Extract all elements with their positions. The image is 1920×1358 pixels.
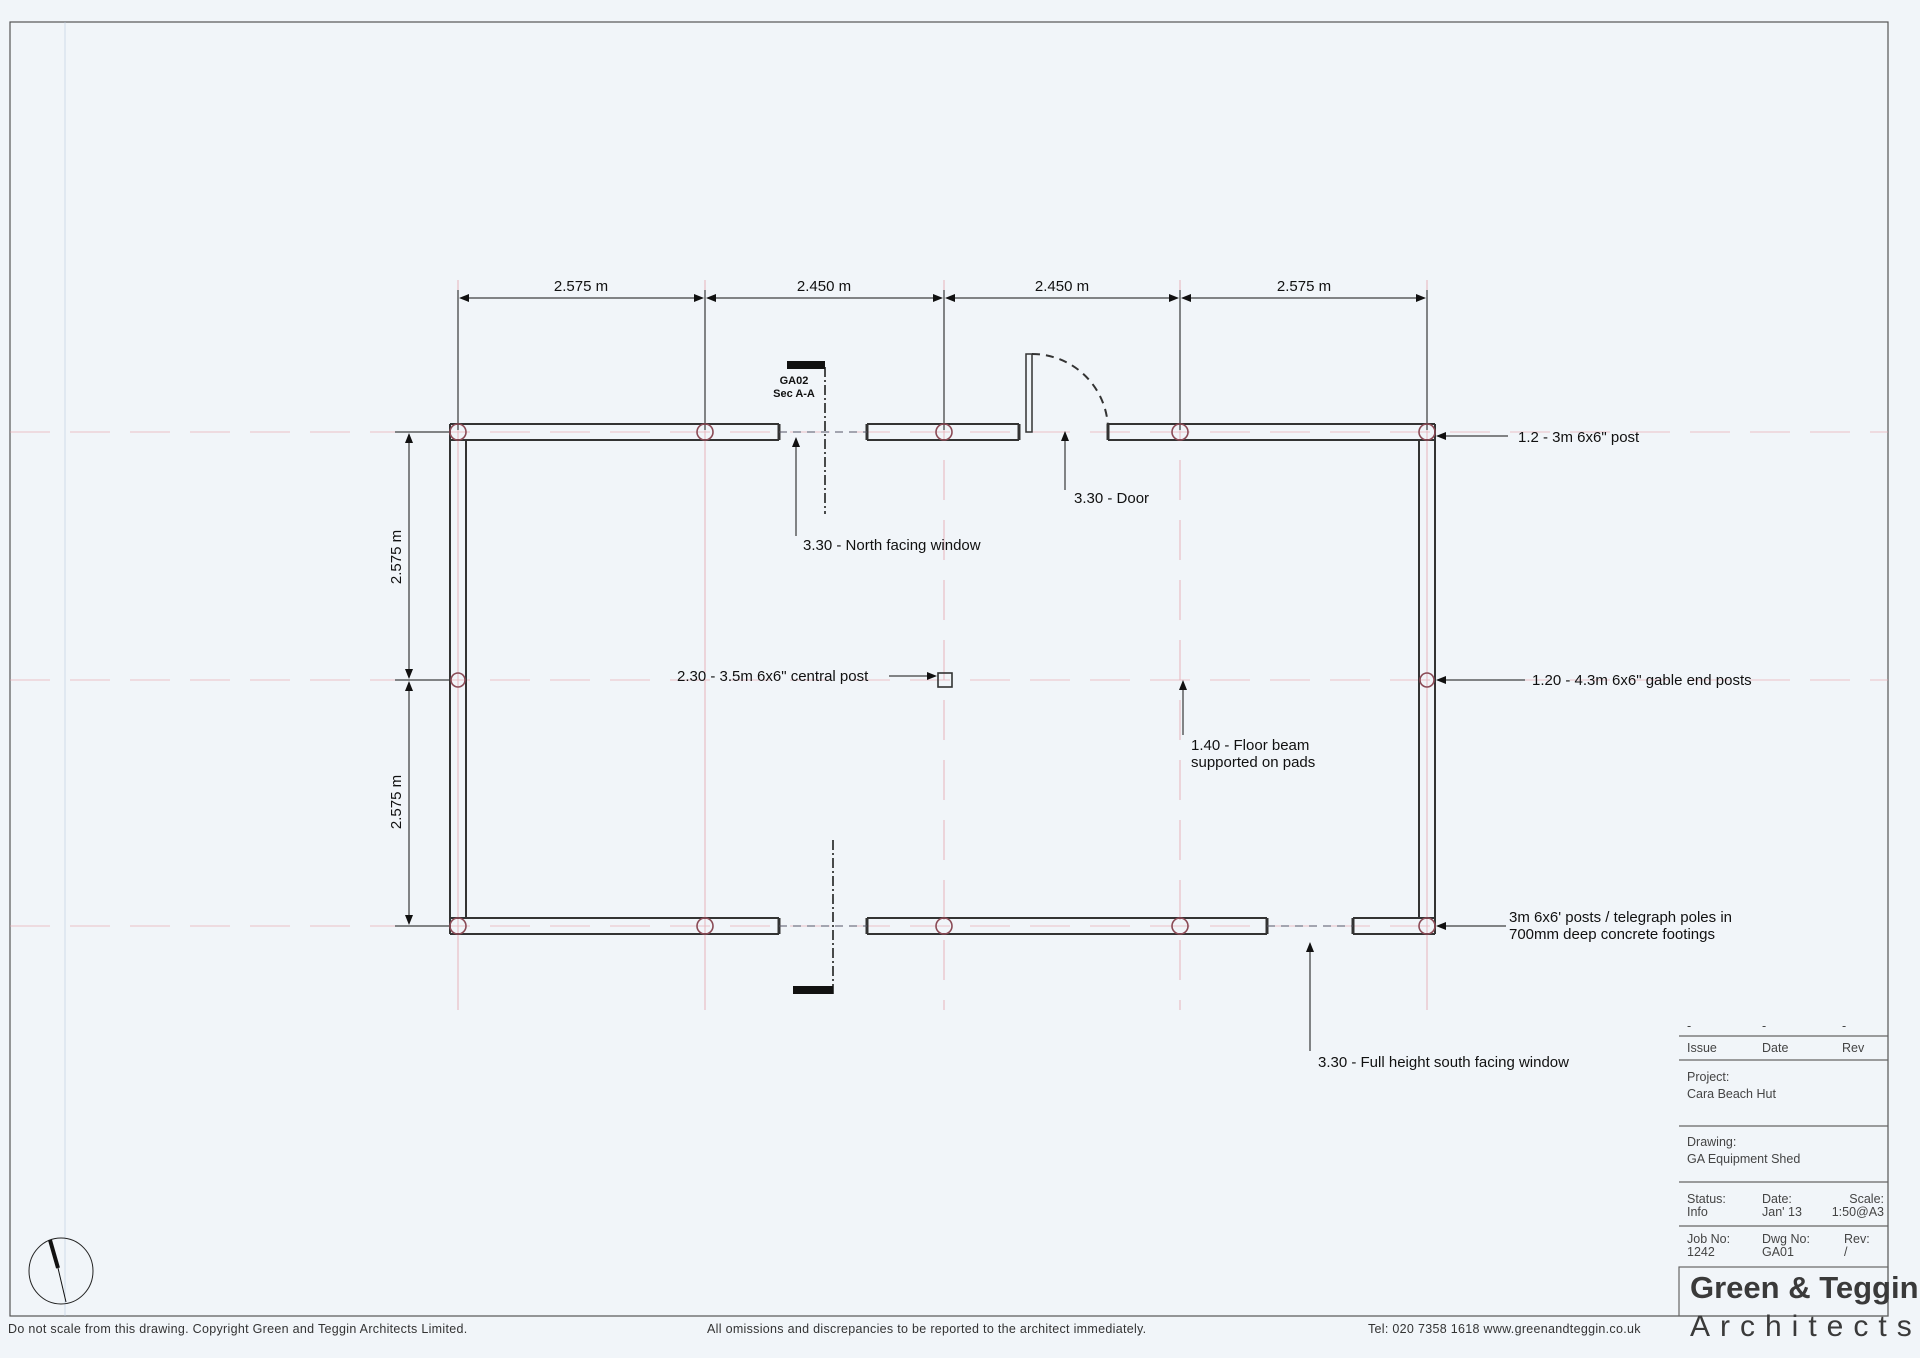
date-label: Date: <box>1762 1192 1792 1206</box>
drawing-name: GA Equipment Shed <box>1687 1152 1800 1166</box>
footer-copyright: Do not scale from this drawing. Copyrigh… <box>8 1322 468 1336</box>
gable-posts-note: 1.20 - 4.3m 6x6" gable end posts <box>1532 672 1752 689</box>
revision-date: - <box>1762 1019 1766 1033</box>
dimension-label: 2.450 m <box>1035 278 1089 295</box>
walls <box>449 423 1436 935</box>
rev-label: Rev: <box>1844 1232 1870 1246</box>
date-header: Date <box>1762 1041 1788 1055</box>
left-dimension-chain <box>395 431 450 927</box>
dwg-value: GA01 <box>1762 1245 1794 1259</box>
floor-beam-note: supported on pads <box>1191 754 1315 771</box>
central-post-icon <box>937 672 953 688</box>
rev-value: / <box>1844 1245 1848 1259</box>
title-block <box>1678 1035 1889 1317</box>
door-note: 3.30 - Door <box>1074 490 1149 507</box>
job-value: 1242 <box>1687 1245 1715 1259</box>
dimension-label: 2.575 m <box>554 278 608 295</box>
status-label: Status: <box>1687 1192 1726 1206</box>
rev-header: Rev <box>1842 1041 1865 1055</box>
post-icon <box>1171 917 1189 935</box>
post-icon <box>449 917 467 935</box>
section-marker-a-a <box>787 361 834 994</box>
post-icon <box>935 917 953 935</box>
revision-issue: - <box>1687 1019 1691 1033</box>
project-name: Cara Beach Hut <box>1687 1087 1776 1101</box>
post-icon <box>1419 672 1435 688</box>
dimension-label: 2.575 m <box>388 530 405 584</box>
post-icon <box>696 423 714 441</box>
north-window-note: 3.30 - North facing window <box>803 537 981 554</box>
firm-name: Green & Teggin <box>1690 1270 1919 1305</box>
scale-label: Scale: <box>1849 1192 1884 1206</box>
dimension-label: 2.450 m <box>797 278 851 295</box>
post-icon <box>1418 423 1436 441</box>
issue-header: Issue <box>1687 1041 1717 1055</box>
posts <box>449 423 1436 935</box>
annotation-leaders <box>792 431 1525 1051</box>
south-window-note: 3.30 - Full height south facing window <box>1318 1054 1569 1071</box>
north-arrow-icon <box>28 1237 94 1305</box>
top-dimension-chain <box>457 290 1428 430</box>
telegraph-posts-note: 700mm deep concrete footings <box>1509 926 1715 943</box>
post-icon <box>449 423 467 441</box>
window-glazing <box>779 431 1353 927</box>
revision-rev: - <box>1842 1019 1846 1033</box>
job-label: Job No: <box>1687 1232 1730 1246</box>
scale-value: 1:50@A3 <box>1832 1205 1884 1219</box>
footer-disclaimer: All omissions and discrepancies to be re… <box>707 1322 1146 1336</box>
dimension-label: 2.575 m <box>388 775 405 829</box>
post-icon <box>1418 917 1436 935</box>
drawing-label: Drawing: <box>1687 1135 1736 1149</box>
corner-post-note: 1.2 - 3m 6x6" post <box>1518 429 1640 446</box>
floor-beam-note: 1.40 - Floor beam <box>1191 737 1309 754</box>
post-icon <box>450 672 466 688</box>
status-value: Info <box>1687 1205 1708 1219</box>
door-swing <box>1025 353 1109 433</box>
post-icon <box>935 423 953 441</box>
footer-contact: Tel: 020 7358 1618 www.greenandteggin.co… <box>1368 1322 1641 1336</box>
date-value: Jan' 13 <box>1762 1205 1802 1219</box>
sheet-border <box>9 21 1889 1317</box>
post-icon <box>696 917 714 935</box>
project-label: Project: <box>1687 1070 1729 1084</box>
central-post-note: 2.30 - 3.5m 6x6" central post <box>677 668 869 685</box>
section-label: Sec A-A <box>773 388 815 400</box>
firm-subtitle: Architects <box>1690 1310 1920 1343</box>
post-icon <box>1171 423 1189 441</box>
dwg-label: Dwg No: <box>1762 1232 1810 1246</box>
telegraph-posts-note: 3m 6x6' posts / telegraph poles in <box>1509 909 1732 926</box>
dimension-label: 2.575 m <box>1277 278 1331 295</box>
section-sheet-ref: GA02 <box>780 375 809 387</box>
setting-out-gridlines <box>10 22 1888 1316</box>
